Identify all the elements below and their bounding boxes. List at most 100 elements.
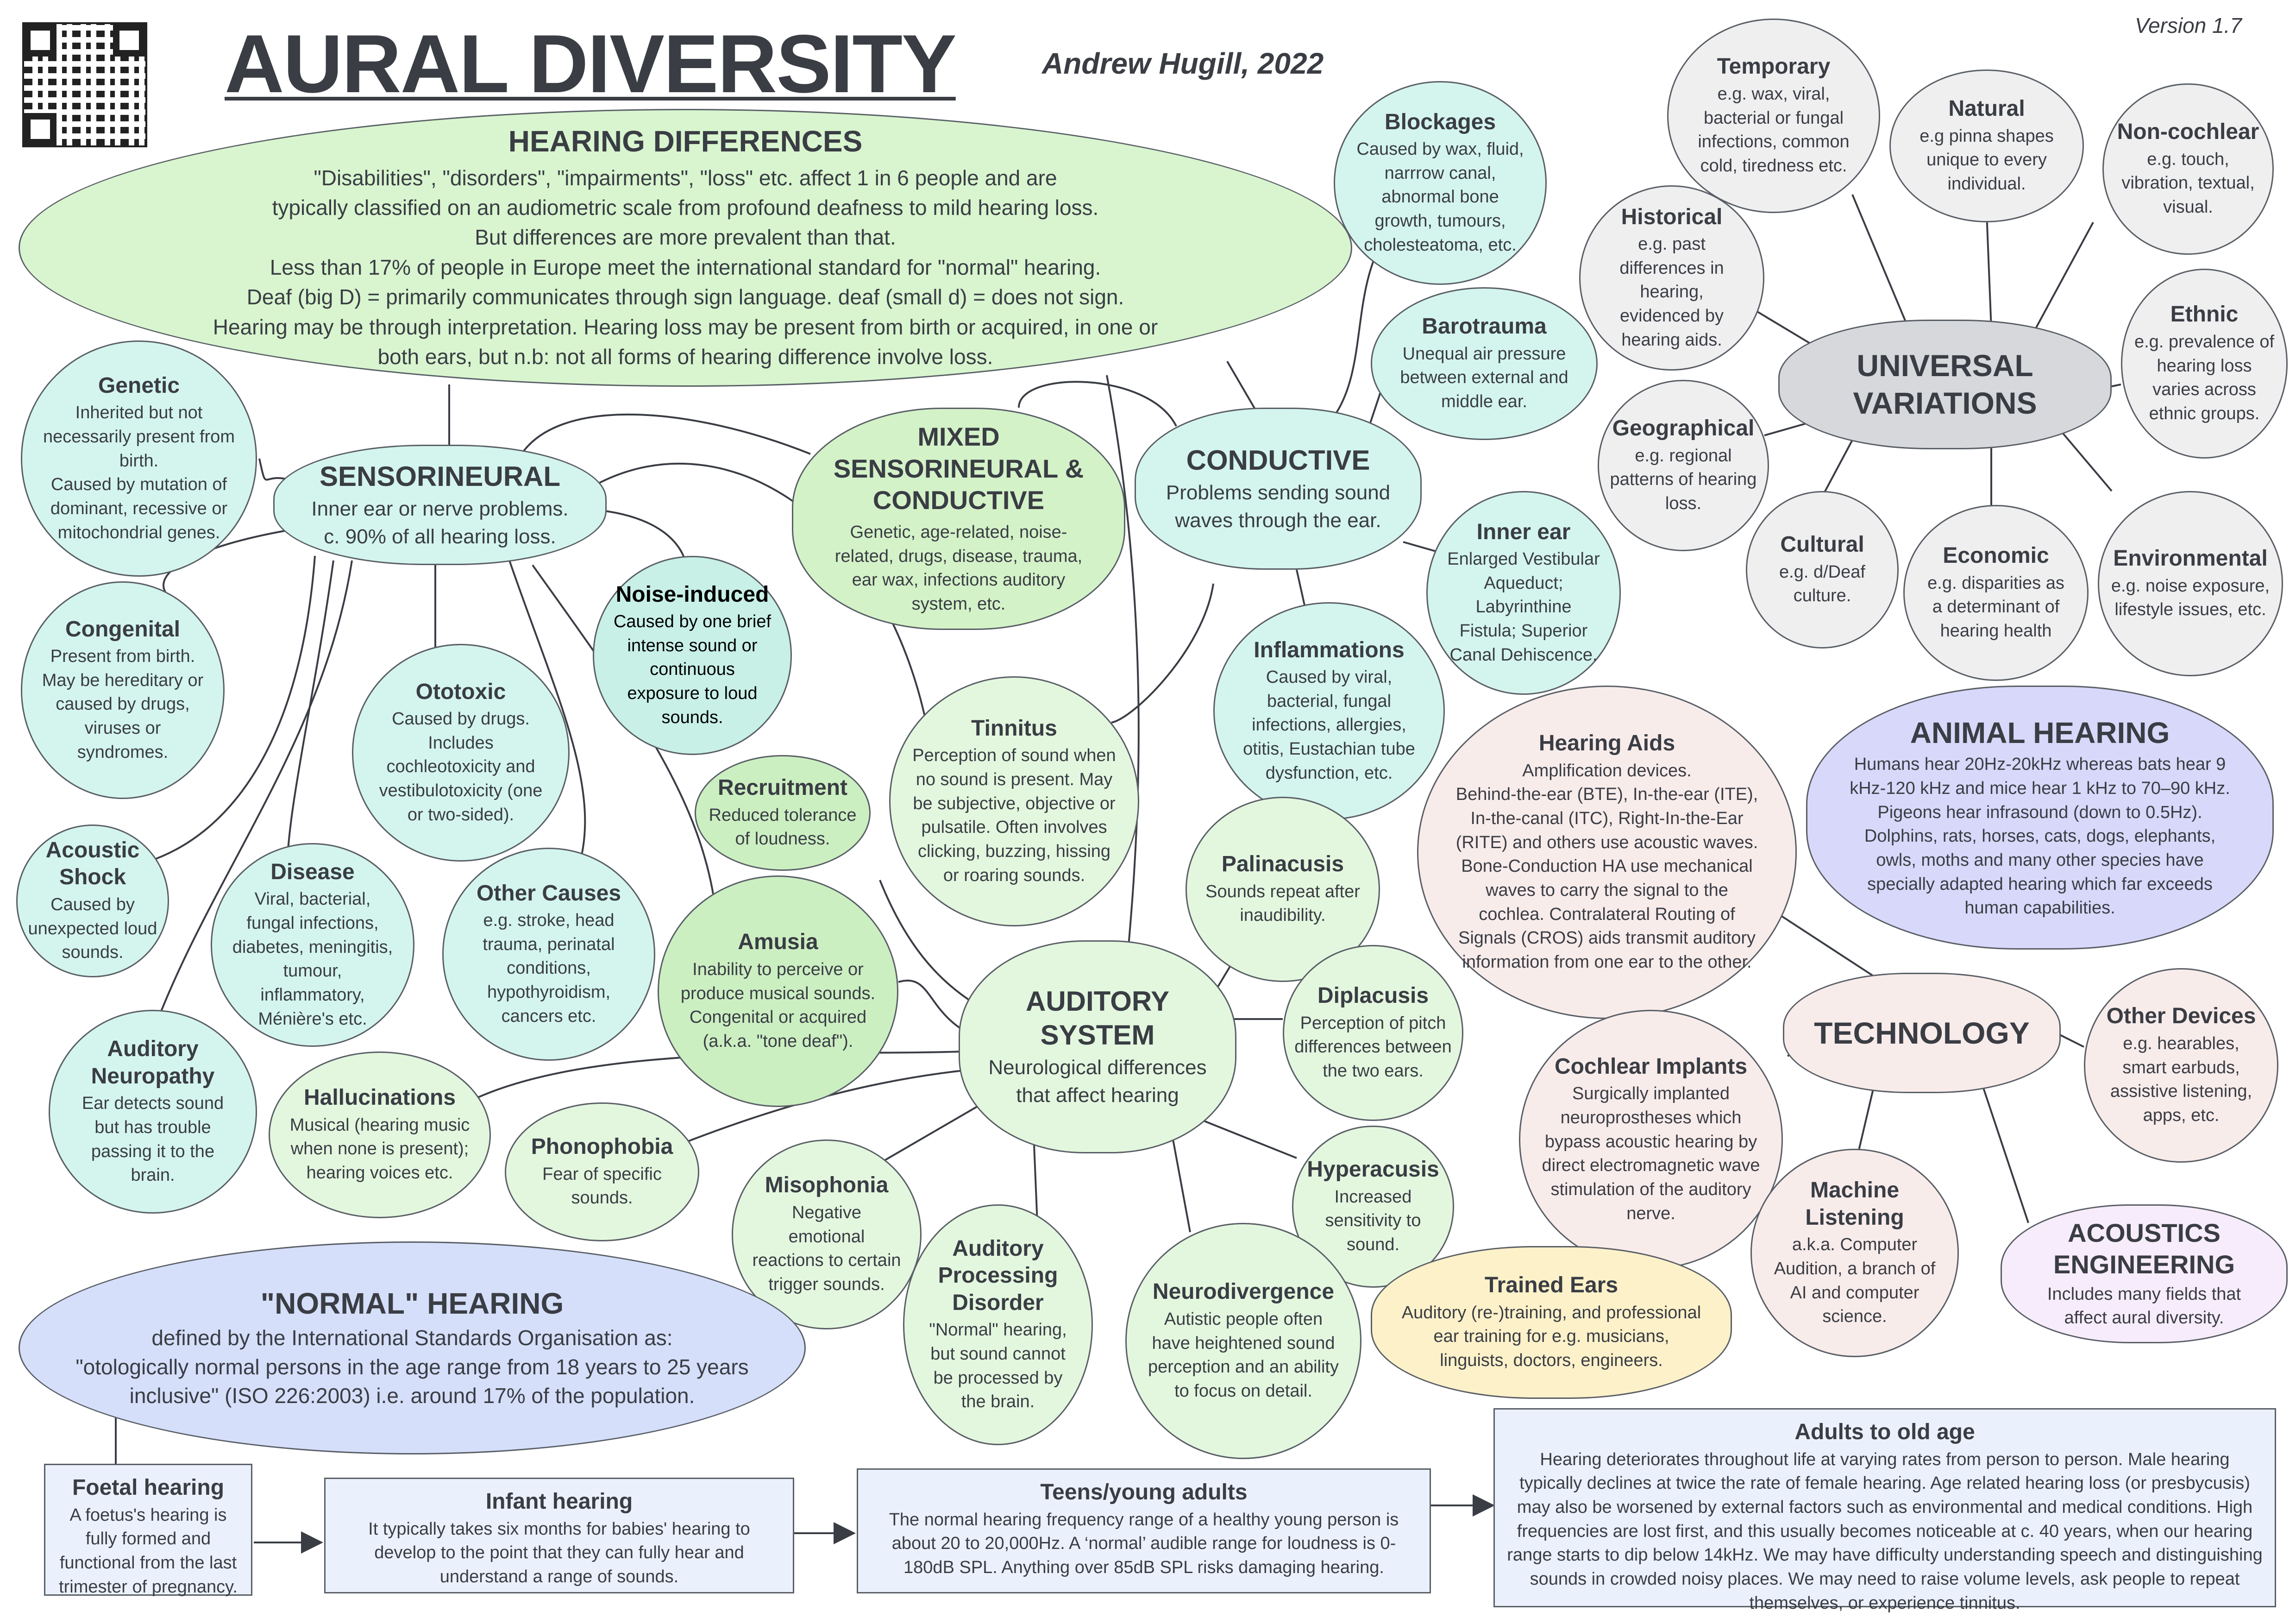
node-desc: Inability to perceive or produce musical…: [680, 959, 876, 1051]
ototoxic-node: Ototoxic Caused by drugs. Includes cochl…: [352, 644, 570, 862]
node-title: Diplacusis: [1317, 983, 1429, 1008]
node-title: ACOUSTICS ENGINEERING: [2053, 1218, 2235, 1279]
trained-ears-cloud: Trained Ears Auditory (re-)training, and…: [1371, 1246, 1732, 1399]
amusia-node: Amusia Inability to perceive or produce …: [658, 875, 898, 1107]
node-title: SENSORINEURAL: [319, 460, 561, 492]
node-title: Economic: [1943, 543, 2049, 568]
node-title: Infant hearing: [485, 1489, 633, 1514]
node-title: Neurodivergence: [1152, 1279, 1335, 1304]
node-desc: Auditory (re-)training, and professional…: [1401, 1303, 1701, 1371]
universal-variations-cloud: UNIVERSAL VARIATIONS: [1778, 320, 2112, 449]
node-desc: Hearing deteriorates throughout life at …: [1507, 1449, 2263, 1613]
node-desc: e.g. hearables, smart earbuds, assistive…: [2110, 1033, 2252, 1125]
hearing-differences-line: Hearing may be through interpretation. H…: [213, 315, 1158, 339]
node-desc: Enlarged Vestibular Aqueduct; Labyrinthi…: [1447, 549, 1600, 665]
node-title: Foetal hearing: [72, 1475, 225, 1500]
node-desc: Caused by wax, fluid, narrrow canal, abn…: [1356, 139, 1524, 255]
mixed-cloud: MIXED SENSORINEURAL & CONDUCTIVE Genetic…: [792, 408, 1125, 630]
node-title: Machine Listening: [1805, 1178, 1904, 1230]
machine-listening-node: Machine Listening a.k.a. Computer Auditi…: [1750, 1149, 1959, 1357]
node-desc: Viral, bacterial, fungal infections, dia…: [232, 889, 393, 1029]
node-desc: Genetic, age-related, noise-related, dru…: [834, 522, 1083, 614]
node-title: Noise-induced: [615, 582, 769, 607]
cochlear-implants-node: Cochlear Implants Surgically implanted n…: [1519, 1010, 1783, 1269]
node-desc: e.g. stroke, head trauma, perinatal cond…: [483, 911, 615, 1026]
inflammations-node: Inflammations Caused by viral, bacterial…: [1213, 602, 1445, 820]
natural-node: Natural e.g pinna shapes unique to every…: [1889, 69, 2084, 222]
recruitment-node: Recruitment Reduced tolerance of loudnes…: [695, 755, 871, 871]
node-desc: Caused by viral, bacterial, fungal infec…: [1243, 667, 1415, 783]
environmental-node: Environmental e.g. noise exposure, lifes…: [2098, 491, 2283, 676]
node-title: Recruitment: [717, 775, 848, 800]
node-desc: "Normal" hearing, but sound cannot be pr…: [929, 1320, 1067, 1412]
node-desc: The normal hearing frequency range of a …: [889, 1510, 1399, 1577]
foetal-hearing-box: Foetal hearing A foetus's hearing is ful…: [44, 1464, 252, 1597]
node-desc: Negative emotional reactions to certain …: [752, 1202, 901, 1294]
node-title: Congenital: [65, 617, 180, 642]
node-desc: Increased sensitivity to sound.: [1325, 1187, 1421, 1255]
hearing-differences-line: Less than 17% of people in Europe meet t…: [270, 255, 1101, 279]
other-causes-node: Other Causes e.g. stroke, head trauma, p…: [442, 848, 655, 1061]
node-title: Amusia: [738, 930, 818, 955]
node-title: Historical: [1621, 204, 1723, 229]
hearing-differences-title: HEARING DIFFERENCES: [508, 124, 863, 158]
adults-box: Adults to old age Hearing deteriorates t…: [1493, 1408, 2276, 1613]
animal-hearing-cloud: ANIMAL HEARING Humans hear 20Hz-20kHz wh…: [1806, 686, 2274, 950]
node-desc: Caused by unexpected loud sounds.: [28, 895, 157, 963]
cultural-node: Cultural e.g. d/Deaf culture.: [1746, 491, 1899, 648]
node-title: Temporary: [1717, 54, 1831, 79]
hallucinations-node: Hallucinations Musical (hearing music wh…: [269, 1051, 491, 1218]
node-title: Other Devices: [2106, 1004, 2256, 1029]
node-title: Ototoxic: [415, 679, 506, 704]
conductive-cloud: CONDUCTIVE Problems sending sound waves …: [1135, 408, 1422, 570]
node-title: AUDITORY SYSTEM: [1025, 985, 1170, 1051]
node-title: Barotrauma: [1422, 314, 1547, 339]
node-desc: Unequal air pressure between external an…: [1400, 344, 1568, 412]
node-title: Natural: [1948, 96, 2025, 121]
node-desc: Inner ear or nerve problems. c. 90% of a…: [311, 497, 569, 548]
barotrauma-node: Barotrauma Unequal air pressure between …: [1371, 287, 1598, 440]
page-title: AURAL DIVERSITY: [225, 18, 957, 110]
neurodivergence-node: Neurodivergence Autistic people often ha…: [1125, 1223, 1361, 1459]
other-devices-node: Other Devices e.g. hearables, smart earb…: [2084, 968, 2278, 1163]
node-title: Hearing Aids: [1538, 731, 1675, 756]
tinnitus-node: Tinnitus Perception of sound when no sou…: [889, 676, 1139, 926]
node-title: Tinnitus: [971, 716, 1057, 741]
node-desc: Problems sending sound waves through the…: [1166, 481, 1391, 532]
node-title: Phonophobia: [531, 1134, 673, 1159]
congenital-node: Congenital Present from birth. May be he…: [21, 581, 225, 799]
node-title: Palinacusis: [1221, 852, 1344, 877]
node-title: Misophonia: [765, 1173, 889, 1198]
node-title: Auditory Processing Disorder: [938, 1236, 1058, 1315]
node-desc: Musical (hearing music when none is pres…: [289, 1115, 470, 1183]
hearing-differences-line: typically classified on an audiometric s…: [272, 195, 1099, 220]
node-desc: e.g. past differences in hearing, eviden…: [1619, 234, 1724, 350]
node-desc: e.g. wax, viral, bacterial or fungal inf…: [1698, 84, 1850, 176]
acoustic-shock-node: Acoustic Shock Caused by unexpected loud…: [16, 825, 169, 977]
node-title: Acoustic Shock: [45, 837, 140, 890]
node-desc: e.g. noise exposure, lifestyle issues, e…: [2111, 576, 2270, 620]
node-desc: Amplification devices. Behind-the-ear (B…: [1455, 761, 1758, 972]
node-desc: Present from birth. May be hereditary or…: [42, 647, 204, 762]
node-title: Inner ear: [1476, 519, 1571, 544]
hearing-differences-line: But differences are more prevalent than …: [475, 225, 896, 250]
geographical-node: Geographical e.g. regional patterns of h…: [1598, 380, 1769, 551]
node-desc: e.g. disparities as a determinant of hea…: [1927, 573, 2064, 641]
qr-code: [22, 22, 147, 147]
node-title: CONDUCTIVE: [1186, 444, 1370, 476]
node-title: Genetic: [98, 373, 180, 398]
ethnic-node: Ethnic e.g. prevalence of hearing loss v…: [2121, 269, 2288, 459]
node-title: Hyperacusis: [1307, 1157, 1439, 1182]
hearing-aids-node: Hearing Aids Amplification devices. Behi…: [1417, 686, 1797, 1019]
node-title: Auditory Neuropathy: [91, 1037, 215, 1089]
diplacusis-node: Diplacusis Perception of pitch differenc…: [1283, 945, 1463, 1121]
node-title: Disease: [270, 859, 355, 884]
node-desc: e.g. regional patterns of hearing loss.: [1610, 446, 1757, 514]
misophonia-node: Misophonia Negative emotional reactions …: [732, 1139, 922, 1329]
node-desc: e.g. d/Deaf culture.: [1779, 562, 1865, 606]
node-title: Geographical: [1612, 416, 1755, 441]
infant-hearing-box: Infant hearing It typically takes six mo…: [324, 1478, 794, 1593]
auditory-system-cloud: AUDITORY SYSTEM Neurological differences…: [959, 940, 1236, 1153]
node-title: Environmental: [2113, 546, 2268, 571]
non-cochlear-node: Non-cochlear e.g. touch, vibration, text…: [2102, 83, 2274, 255]
